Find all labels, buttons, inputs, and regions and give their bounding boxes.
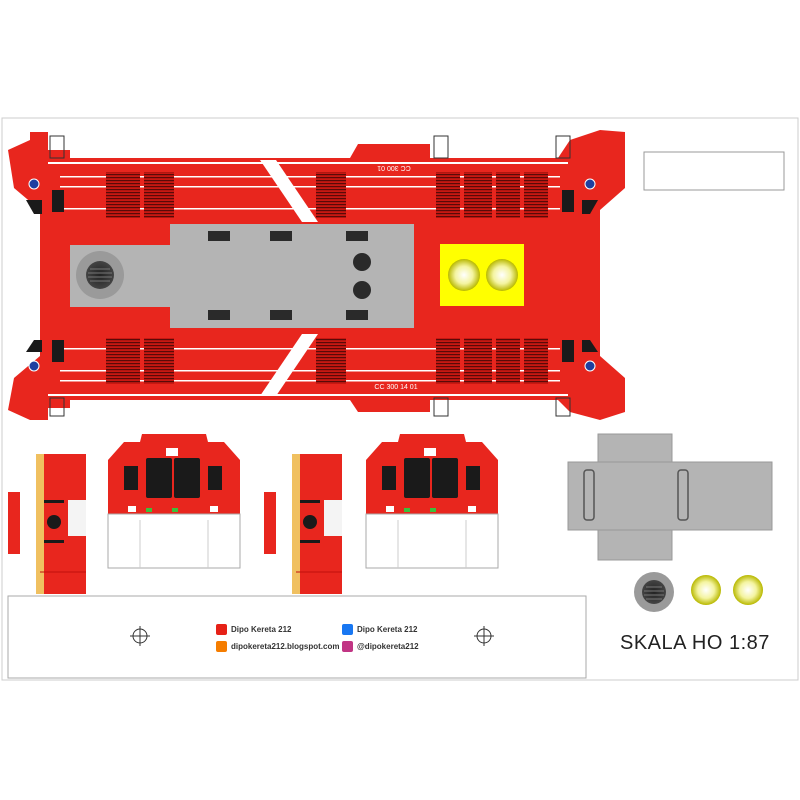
logo-emblem-icon <box>584 178 596 190</box>
cab-side-left-2 <box>264 454 342 594</box>
facebook-label: Dipo Kereta 212 <box>357 625 418 634</box>
blogger-icon <box>216 641 227 652</box>
youtube-label: Dipo Kereta 212 <box>231 625 292 634</box>
chassis-net <box>567 433 773 561</box>
youtube-icon <box>216 624 227 635</box>
blog-credit[interactable]: dipokereta212.blogspot.com <box>216 641 339 652</box>
headlight-icon <box>448 259 518 291</box>
cut-frame <box>1 117 799 681</box>
fan-grille-icon <box>634 572 674 612</box>
instagram-credit[interactable]: @dipokereta212 <box>342 641 419 652</box>
body-number-bottom: CC 300 14 01 <box>374 384 417 391</box>
logo-emblem-icon <box>584 360 596 372</box>
logo-emblem-icon <box>28 360 40 372</box>
facebook-credit[interactable]: Dipo Kereta 212 <box>342 624 417 635</box>
youtube-credit[interactable]: Dipo Kereta 212 <box>216 624 291 635</box>
cab-side-left-1 <box>8 454 86 594</box>
base-strip <box>7 595 587 679</box>
fan-grille-icon <box>76 251 124 299</box>
cab-front-2 <box>365 434 499 569</box>
facebook-icon <box>342 624 353 635</box>
logo-emblem-icon <box>28 178 40 190</box>
label-box <box>643 151 785 191</box>
crosshair-icon <box>474 626 494 646</box>
crosshair-icon <box>130 626 150 646</box>
body-side-bottom <box>8 334 625 420</box>
instagram-label: @dipokereta212 <box>357 642 419 651</box>
body-number-top: CC 300 01 <box>377 164 411 171</box>
scale-label: SKALA HO 1:87 <box>620 632 770 654</box>
body-side-top <box>8 130 625 232</box>
instagram-icon <box>342 641 353 652</box>
headlight-icon <box>691 575 763 605</box>
cab-front-1 <box>107 434 241 569</box>
blog-label: dipokereta212.blogspot.com <box>231 642 340 651</box>
